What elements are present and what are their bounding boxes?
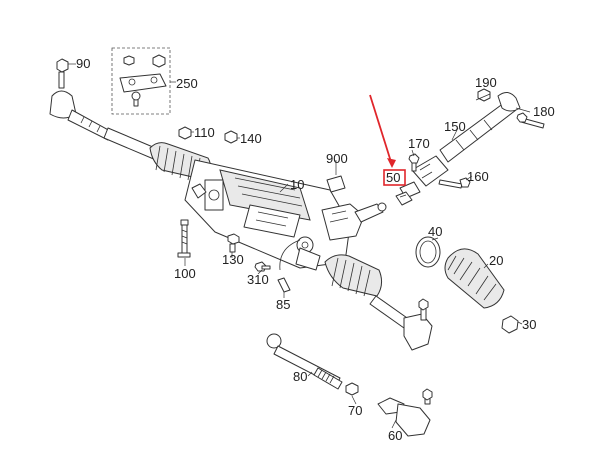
sensor-cable [279,160,346,271]
mounting-kit-box [111,47,171,115]
inner-tie-rod-80 [266,333,343,390]
right-boot [324,254,411,329]
outer-tie-rod-end-60 [377,388,433,437]
highlight-box [383,169,406,186]
callout-20: 20 [489,253,503,268]
callout-310: 310 [247,272,269,287]
right-tie-rod-end [403,298,433,351]
part-50-clamp [395,191,413,206]
callout-170: 170 [408,136,430,151]
nut-70 [345,382,359,396]
highlight-arrow [369,94,393,166]
callout-250: 250 [176,76,198,91]
leader-lines [68,63,531,429]
bolt-180 [516,112,545,129]
callout-90: 90 [76,56,90,71]
highlight-arrowhead [387,158,396,168]
callout-100: 100 [174,266,196,281]
callout-70: 70 [348,403,362,418]
callout-110: 110 [194,125,215,140]
callout-130: 130 [222,252,244,267]
callout-150: 150 [444,119,466,134]
nut-110 [178,126,192,140]
bolt-100 [177,219,191,258]
callout-40: 40 [428,224,442,239]
callout-190: 190 [475,75,497,90]
callout-10: 10 [290,177,304,192]
clamp-ring-40 [415,236,441,268]
left-tie-rod-end [49,58,113,141]
rack-housing [184,159,387,271]
callout-180: 180 [533,104,555,119]
clamp-30 [501,315,519,334]
bolt-170 [408,153,420,172]
pin-85 [277,277,291,293]
screw-310 [254,261,271,272]
callout-140: 140 [240,131,262,146]
nut-140 [224,130,238,144]
steering-shaft [399,92,521,199]
callout-900: 900 [326,151,348,166]
callout-labels: 90 250 110 140 10 900 190 180 150 170 16… [76,56,555,443]
callout-80: 80 [293,369,307,384]
boot-20 [444,248,505,309]
bolt-130 [227,233,240,253]
bolt-160 [438,177,471,189]
callout-60: 60 [388,428,402,443]
callout-30: 30 [522,317,536,332]
callout-50: 50 [386,170,400,185]
callout-85: 85 [276,297,290,312]
callout-160: 160 [467,169,489,184]
